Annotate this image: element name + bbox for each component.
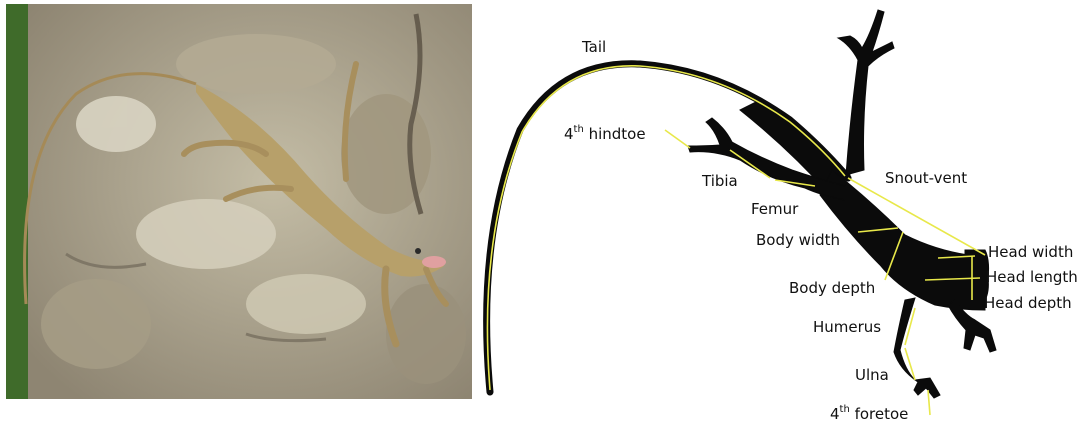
label-femur: Femur — [751, 200, 798, 218]
label-body-depth: Body depth — [789, 279, 875, 297]
label-4th-foretoe: 4th foretoe — [830, 405, 908, 423]
label-tibia: Tibia — [702, 172, 738, 190]
label-ulna: Ulna — [855, 366, 889, 384]
silhouette-tail — [487, 64, 848, 392]
lizard-photo — [6, 4, 472, 399]
label-humerus: Humerus — [813, 318, 881, 336]
lizard-silhouette — [487, 10, 996, 398]
label-head-depth: Head depth — [984, 294, 1072, 312]
silhouette-hindleg-right — [838, 10, 894, 175]
label-4th-hindtoe: 4th hindtoe — [564, 125, 646, 143]
label-snout-vent: Snout-vent — [885, 169, 967, 187]
tail-measure-line — [487, 66, 845, 390]
hindtoe-line — [665, 130, 690, 148]
foretoe-line — [928, 390, 930, 415]
label-body-width: Body width — [756, 231, 840, 249]
label-head-width: Head width — [988, 243, 1073, 261]
label-tail: Tail — [582, 38, 606, 56]
silhouette-foreleg-left — [894, 298, 940, 398]
label-head-length: Head length — [986, 268, 1078, 286]
